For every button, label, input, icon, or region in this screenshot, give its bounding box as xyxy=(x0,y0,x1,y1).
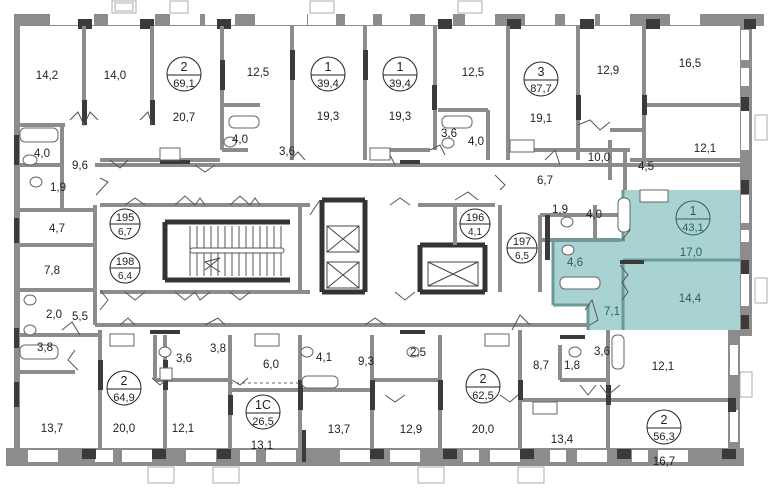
storage-area: 4,1 xyxy=(468,227,482,238)
room-area: 3,6 xyxy=(594,346,610,358)
badge-area: 26,5 xyxy=(252,416,273,428)
room-area: 16,7 xyxy=(653,456,675,468)
room-area: 2,5 xyxy=(410,347,426,359)
room-area: 4,0 xyxy=(586,209,602,221)
room-area: 10,0 xyxy=(588,152,610,164)
room-area: 13,1 xyxy=(251,440,273,452)
room-area: 4,0 xyxy=(232,134,248,146)
window-balconies xyxy=(111,0,768,484)
apartment-badge[interactable]: 3 87,7 xyxy=(523,61,559,97)
staircase xyxy=(189,226,285,276)
apartment-badge[interactable]: 2 56,3 xyxy=(646,409,682,445)
badge-rooms: 1 xyxy=(325,60,332,74)
room-area: 7,8 xyxy=(44,265,60,277)
room-area: 12,1 xyxy=(652,361,674,373)
interior-walls xyxy=(20,26,740,448)
room-area: 7,1 xyxy=(604,306,620,318)
storage-number: 196 xyxy=(466,212,484,224)
room-area: 14,0 xyxy=(104,70,126,82)
badge-rooms: 2 xyxy=(181,60,188,74)
storage-number: 197 xyxy=(513,236,531,248)
badge-area: 87,7 xyxy=(530,83,551,95)
storage-badge[interactable]: 197 6,5 xyxy=(506,232,538,264)
elevators xyxy=(326,225,479,289)
apartment-badge[interactable]: 2 62,5 xyxy=(465,368,501,404)
room-area: 14,4 xyxy=(679,293,702,305)
room-area: 13,7 xyxy=(41,423,63,435)
storage-number: 195 xyxy=(116,212,134,224)
storage-area: 6,4 xyxy=(118,271,132,282)
room-area: 13,7 xyxy=(328,424,350,436)
room-area: 6,7 xyxy=(537,175,553,187)
badge-area: 39,4 xyxy=(317,78,338,90)
badge-rooms: 2 xyxy=(121,374,128,388)
room-area: 16,5 xyxy=(679,58,701,70)
room-area: 6,0 xyxy=(263,359,279,371)
room-area: 20,0 xyxy=(113,423,135,435)
room-area: 12,5 xyxy=(247,67,269,79)
room-area: 12,5 xyxy=(462,67,484,79)
badge-area: 64,9 xyxy=(113,392,134,404)
room-area: 5,5 xyxy=(72,311,88,323)
room-area: 17,0 xyxy=(680,247,702,259)
room-area: 1,9 xyxy=(50,182,66,194)
room-area: 20,7 xyxy=(173,112,195,124)
room-area: 3,8 xyxy=(37,342,53,354)
apartment-badge[interactable]: 2 69,1 xyxy=(166,56,202,92)
room-area: 19,1 xyxy=(530,113,552,125)
badge-rooms: 3 xyxy=(538,65,545,79)
room-area: 3,6 xyxy=(279,146,295,158)
badge-area: 43,1 xyxy=(682,222,703,234)
apartment-badge[interactable]: 1С 26,5 xyxy=(245,394,281,430)
doors xyxy=(61,111,631,403)
badge-area: 69,1 xyxy=(173,78,194,90)
storage-badge[interactable]: 195 6,7 xyxy=(109,208,141,240)
room-area: 3,6 xyxy=(176,353,192,365)
room-labels: 14,2 14,0 20,7 4,0 9,6 1,9 12,5 4,0 3,6 … xyxy=(34,58,716,468)
room-area: 1,8 xyxy=(564,360,580,372)
room-area: 3,8 xyxy=(210,343,226,355)
room-area: 14,2 xyxy=(36,70,58,82)
room-area: 2,0 xyxy=(46,309,62,321)
badge-area: 39,4 xyxy=(389,78,410,90)
storage-badge[interactable]: 198 6,4 xyxy=(109,252,141,284)
apartment-badge[interactable]: 1 39,4 xyxy=(310,56,346,92)
room-area: 4,5 xyxy=(638,161,654,173)
room-area: 12,9 xyxy=(597,65,619,77)
room-area: 9,6 xyxy=(72,160,88,172)
badge-rooms: 2 xyxy=(480,372,487,386)
room-area: 4,0 xyxy=(34,148,50,160)
apartment-badge[interactable]: 2 64,9 xyxy=(106,370,142,406)
exterior-walls xyxy=(6,14,764,466)
room-area: 4,0 xyxy=(468,136,484,148)
badge-rooms: 1 xyxy=(690,204,697,218)
storage-area: 6,5 xyxy=(515,251,529,262)
room-area: 19,3 xyxy=(317,111,339,123)
room-area: 8,7 xyxy=(533,360,549,372)
apartment-badge-selected[interactable]: 1 43,1 xyxy=(675,200,711,236)
room-area: 9,3 xyxy=(358,356,374,368)
room-area: 4,7 xyxy=(49,223,65,235)
storage-badge[interactable]: 196 4,1 xyxy=(459,208,491,240)
room-area: 12,9 xyxy=(400,424,422,436)
badge-rooms: 2 xyxy=(661,413,668,427)
fixtures xyxy=(19,115,669,415)
room-area: 12,1 xyxy=(694,143,716,155)
badge-area: 62,5 xyxy=(472,390,493,402)
room-area: 12,1 xyxy=(172,423,194,435)
room-area: 13,4 xyxy=(551,434,574,446)
badge-rooms: 1С xyxy=(255,398,271,412)
storage-area: 6,7 xyxy=(118,227,132,238)
room-area: 3,6 xyxy=(441,128,457,140)
badge-rooms: 1 xyxy=(397,60,404,74)
room-area: 4,1 xyxy=(316,352,332,364)
storage-number: 198 xyxy=(116,256,134,268)
room-area: 19,3 xyxy=(389,111,411,123)
apartment-badge[interactable]: 1 39,4 xyxy=(382,56,418,92)
room-area: 1,9 xyxy=(552,204,568,216)
badge-area: 56,3 xyxy=(653,431,674,443)
room-area: 4,6 xyxy=(567,257,583,269)
room-area: 20,0 xyxy=(472,424,494,436)
